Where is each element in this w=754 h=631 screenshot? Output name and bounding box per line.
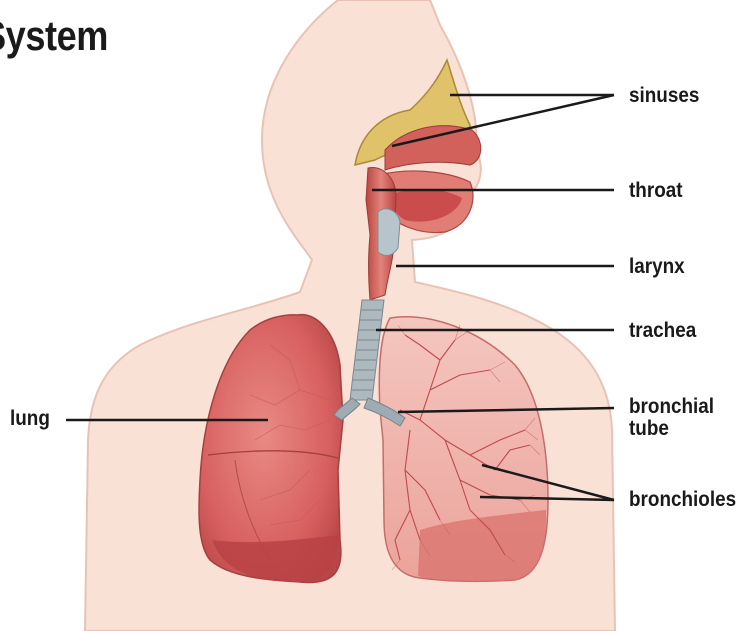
label-sinuses: sinuses [629,85,699,107]
page-title: System [0,12,108,60]
label-bronchioles: bronchioles [629,489,736,511]
label-trachea: trachea [629,320,696,342]
label-larynx: larynx [629,256,685,278]
larynx-cartilage [378,209,400,256]
label-lung: lung [10,408,50,430]
label-throat: throat [629,180,683,202]
label-bronchial-tube-line1: bronchial [629,396,714,418]
label-bronchial-tube-line2: tube [629,418,669,440]
